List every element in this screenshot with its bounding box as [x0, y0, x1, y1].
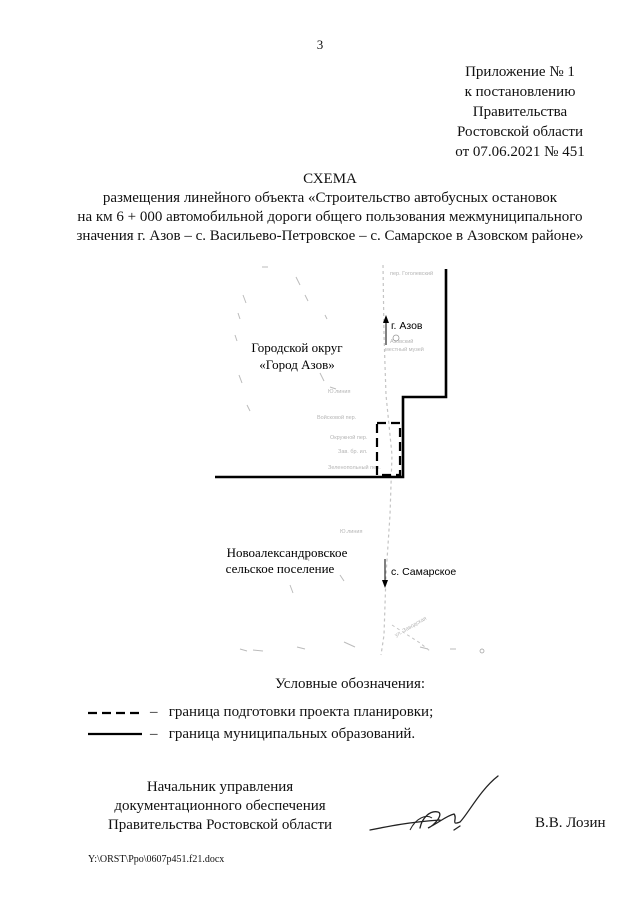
area-top-line-2: «Город Азов»: [259, 357, 334, 372]
arrow-down-icon: [382, 559, 388, 588]
signatory-name: В.В. Лозин: [535, 815, 606, 831]
appendix-line-1: Приложение № 1: [465, 64, 575, 80]
area-bottom-line-2: сельское поселение: [226, 561, 335, 576]
svg-text:местный музей: местный музей: [385, 346, 424, 353]
handwritten-signature: [369, 775, 499, 831]
appendix-line-4: Ростовской области: [457, 124, 583, 140]
title-heading: СХЕМА: [303, 171, 357, 187]
position-line-1: Начальник управления: [146, 779, 294, 795]
signatory-position: Начальник управления документационного о…: [100, 778, 340, 835]
dashed-line-symbol: [88, 711, 142, 715]
file-path: Y:\ORST\Ppo\0607p451.f21.docx: [88, 854, 225, 865]
page-number: 3: [316, 37, 324, 52]
appendix-block: Приложение № 1 к постановлению Правитель…: [430, 62, 610, 162]
svg-text:Ю.линия: Ю.линия: [328, 389, 350, 395]
legend-item-solid: – граница муниципальных образований.: [88, 726, 508, 746]
appendix-line-3: Правительства: [472, 104, 568, 120]
legend-item-dashed: – граница подготовки проекта планировки;: [88, 704, 508, 724]
position-line-3: Правительства Ростовской области: [107, 817, 333, 833]
municipal-boundary: [215, 269, 448, 479]
svg-text:Зав. бр. ил.: Зав. бр. ил.: [338, 449, 368, 455]
copyright-icon: [479, 648, 485, 654]
appendix-line-2: к постановлению: [464, 84, 576, 100]
svg-text:пер. Гоголевский: пер. Гоголевский: [390, 270, 433, 277]
faint-background-marks: [234, 266, 456, 652]
svg-text:Азовский: Азовский: [390, 338, 413, 345]
direction-north-label: г. Азов: [391, 320, 423, 332]
legend-dash: –: [150, 726, 158, 742]
title-line-3: значения г. Азов – с. Васильево-Петровск…: [76, 228, 584, 244]
svg-text:Войсковой пер.: Войсковой пер.: [317, 414, 357, 421]
planning-boundary: [375, 421, 402, 477]
title-line-1: размещения линейного объекта «Строительс…: [102, 190, 558, 206]
arrow-up-icon: [383, 315, 389, 345]
direction-south-label: с. Самарское: [391, 566, 456, 578]
legend-dash: –: [150, 704, 158, 720]
svg-text:Зеленопольный пер.: Зеленопольный пер.: [328, 464, 381, 471]
svg-text:Ю.линия: Ю.линия: [340, 529, 362, 535]
legend-text-dashed: граница подготовки проекта планировки;: [168, 704, 434, 720]
svg-text:Окружной пер.: Окружной пер.: [330, 434, 368, 441]
location-map: пер. Гоголевский Ю.линия Войсковой пер. …: [215, 264, 485, 656]
area-bottom-line-1: Новоалександровское: [227, 545, 348, 560]
main-road: [380, 264, 393, 656]
solid-line-symbol: [88, 732, 142, 736]
legend-text-solid: граница муниципальных образований.: [168, 726, 416, 742]
museum-icon: [392, 334, 400, 342]
appendix-line-5: от 07.06.2021 № 451: [455, 144, 585, 160]
title-line-2: на км 6 + 000 автомобильной дороги общег…: [77, 209, 583, 225]
document-title: СХЕМА размещения линейного объекта «Стро…: [60, 170, 600, 246]
svg-text:ул. Заводская: ул. Заводская: [394, 616, 428, 639]
area-top-line-1: Городской округ: [251, 340, 342, 355]
legend-title: Условные обозначения:: [274, 676, 426, 692]
position-line-2: документационного обеспечения: [114, 798, 326, 814]
